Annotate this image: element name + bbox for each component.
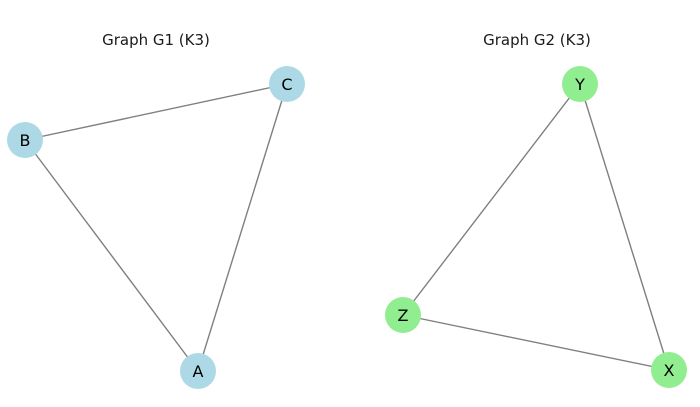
edge-A-B	[24, 139, 199, 372]
node-label-A: A	[193, 362, 204, 381]
edge-A-C	[197, 83, 288, 372]
edge-X-Z	[402, 314, 670, 371]
node-label-Z: Z	[398, 306, 409, 325]
node-Z	[385, 297, 421, 333]
node-label-C: C	[281, 75, 292, 94]
edge-X-Y	[579, 83, 670, 371]
node-label-X: X	[664, 361, 675, 380]
node-label-B: B	[20, 131, 31, 150]
node-Y	[562, 66, 598, 102]
node-A	[180, 353, 216, 389]
graph-title-g2: Graph G2 (K3)	[483, 31, 591, 49]
node-C	[269, 66, 305, 102]
graph-title-g1: Graph G1 (K3)	[102, 31, 210, 49]
node-B	[7, 122, 43, 158]
edge-Y-Z	[402, 83, 581, 316]
node-label-Y: Y	[574, 75, 585, 94]
node-X	[651, 352, 687, 388]
edge-B-C	[24, 83, 288, 141]
